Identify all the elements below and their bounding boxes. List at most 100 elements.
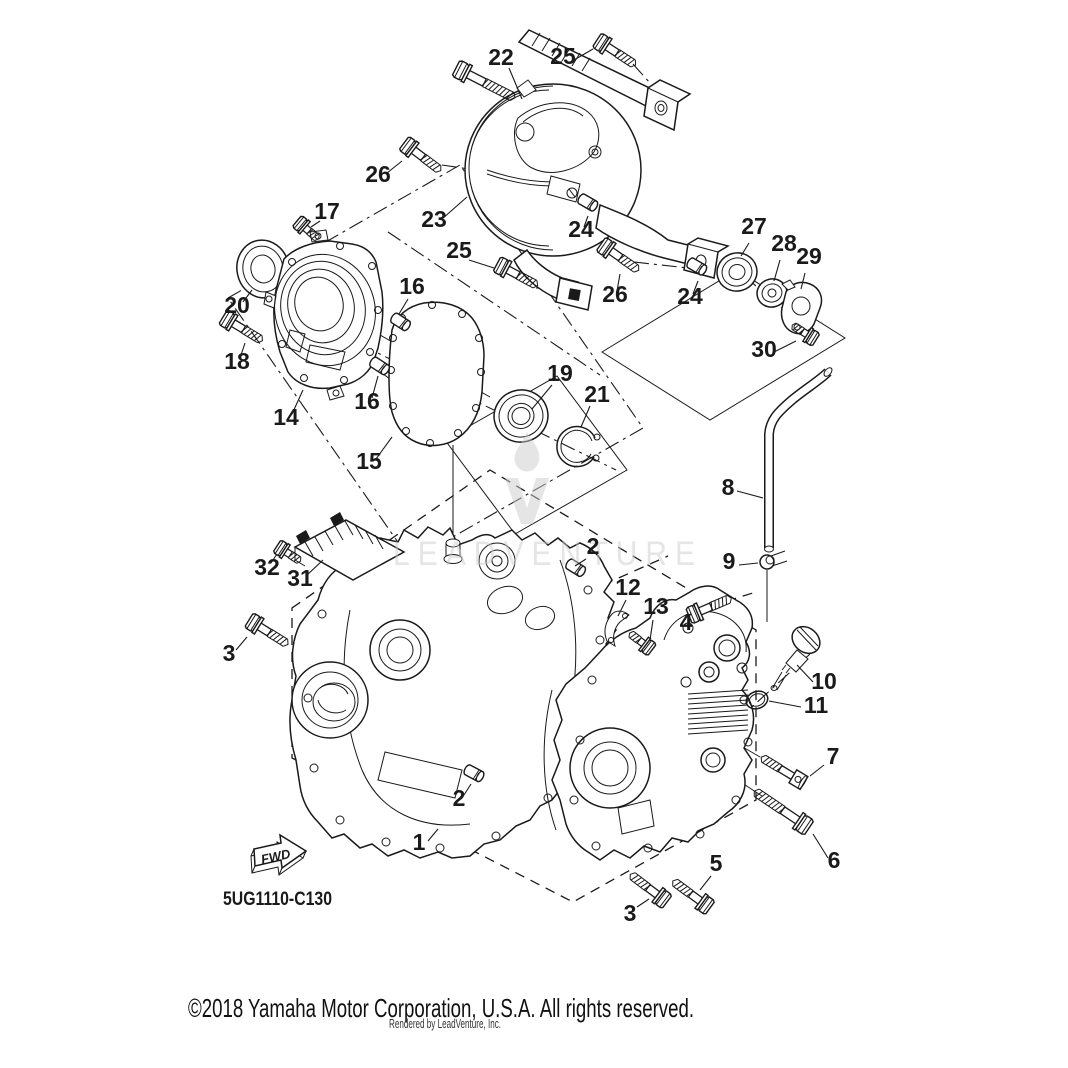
callout-label-1: 1 bbox=[413, 829, 426, 855]
callout-leader-2 bbox=[574, 558, 587, 567]
watermark-flame-icon bbox=[514, 432, 540, 472]
right-half-outline bbox=[551, 585, 755, 861]
oil-passage-boss bbox=[478, 542, 516, 580]
callout-leader-16 bbox=[371, 375, 379, 399]
callout-label-12: 12 bbox=[615, 574, 641, 600]
callout-label-14: 14 bbox=[273, 404, 299, 430]
fwd-label: FWD bbox=[260, 846, 293, 867]
callout-label-7: 7 bbox=[827, 743, 840, 769]
callout-leader-24 bbox=[692, 280, 699, 295]
group-box-crankcase bbox=[291, 469, 757, 903]
callout-label-15: 15 bbox=[356, 448, 382, 474]
callout-label-9: 9 bbox=[723, 548, 736, 574]
watermark-v-icon bbox=[505, 478, 549, 524]
watermark-text: LEADVENTURE bbox=[393, 535, 703, 573]
bearing-retainer-group bbox=[716, 252, 823, 348]
callout-label-26: 26 bbox=[365, 161, 391, 187]
callout-leader-9 bbox=[738, 562, 759, 566]
bolt-26-left bbox=[397, 135, 447, 179]
callout-label-17: 17 bbox=[314, 198, 340, 224]
clamp-strap bbox=[486, 169, 555, 187]
fwd-arrow: FWD bbox=[250, 833, 308, 876]
callout-label-10: 10 bbox=[811, 668, 837, 694]
callout-leader-4 bbox=[687, 612, 692, 620]
callout-leader-3 bbox=[636, 898, 650, 908]
axis-bearing-group bbox=[334, 331, 617, 471]
callout-label-2: 2 bbox=[587, 533, 600, 559]
bearing-19 bbox=[493, 389, 549, 443]
breather-pipe-group bbox=[759, 367, 833, 570]
callout-leader-5 bbox=[699, 875, 712, 891]
callout-leader-7 bbox=[809, 764, 825, 777]
callout-label-4: 4 bbox=[680, 609, 693, 635]
callout-label-24: 24 bbox=[568, 216, 594, 242]
callout-leader-31 bbox=[305, 559, 324, 577]
cooling-fins bbox=[687, 689, 749, 735]
callout-label-24: 24 bbox=[677, 283, 703, 309]
bolt-6 bbox=[748, 782, 816, 837]
pipe-clamp-9 bbox=[759, 550, 788, 570]
output-tube-boss bbox=[291, 661, 369, 739]
right-fasteners-group bbox=[604, 589, 821, 916]
baffle-plate-31 bbox=[293, 512, 406, 581]
callout-label-3: 3 bbox=[223, 640, 236, 666]
callout-leader-21 bbox=[580, 405, 591, 428]
circlip-21 bbox=[556, 425, 601, 468]
callout-label-22: 22 bbox=[488, 44, 514, 70]
callout-leader-17 bbox=[310, 220, 321, 228]
callout-leader-15 bbox=[375, 436, 393, 460]
callout-leader-6 bbox=[812, 833, 829, 859]
callout-label-20: 20 bbox=[224, 292, 250, 318]
callout-label-27: 27 bbox=[741, 213, 767, 239]
callout-label-2: 2 bbox=[453, 785, 466, 811]
callout-label-16: 16 bbox=[354, 388, 380, 414]
callout-leader-3 bbox=[235, 636, 248, 651]
callout-leader-19 bbox=[531, 384, 553, 410]
callout-label-30: 30 bbox=[751, 336, 777, 362]
callout-leader-14 bbox=[291, 389, 304, 415]
callout-label-6: 6 bbox=[828, 847, 841, 873]
callout-label-11: 11 bbox=[804, 692, 829, 718]
callout-leader-13 bbox=[649, 619, 654, 641]
callout-leader-26 bbox=[386, 160, 403, 174]
bearing-27 bbox=[716, 252, 758, 292]
belt-cover-group bbox=[397, 29, 730, 311]
callout-leader-18 bbox=[239, 342, 246, 359]
callout-leader-22 bbox=[508, 67, 523, 100]
oil-pump-housing bbox=[663, 610, 748, 688]
callout-label-19: 19 bbox=[547, 360, 573, 386]
callout-leader-20 bbox=[242, 289, 253, 303]
callout-leader-26 bbox=[616, 273, 621, 292]
dipstick-10 bbox=[770, 625, 821, 691]
callout-label-29: 29 bbox=[796, 243, 822, 269]
callout-leader-28 bbox=[773, 259, 781, 282]
crankcase-right-half bbox=[543, 585, 755, 861]
callout-leader-16 bbox=[398, 298, 409, 315]
callout-leader-23 bbox=[441, 196, 468, 220]
bracket-12 bbox=[604, 610, 630, 648]
callout-label-32: 32 bbox=[254, 554, 280, 580]
callout-leader-32 bbox=[270, 553, 278, 564]
callout-label-16: 16 bbox=[399, 273, 425, 299]
callout-label-21: 21 bbox=[584, 381, 610, 407]
group-box-side-cover bbox=[227, 164, 644, 562]
bolt-3-left bbox=[243, 611, 294, 653]
copyright-text: ©2018 Yamaha Motor Corporation, U.S.A. A… bbox=[188, 993, 694, 1023]
dowel-16b bbox=[367, 355, 392, 377]
bolt-7 bbox=[756, 750, 809, 791]
callout-leader-27 bbox=[740, 242, 750, 257]
callout-label-31: 31 bbox=[287, 565, 313, 591]
watermark: LEADVENTURE bbox=[393, 432, 703, 573]
callout-leader-30 bbox=[773, 340, 797, 353]
callout-label-26: 26 bbox=[602, 281, 628, 307]
callout-leader-8 bbox=[736, 490, 764, 499]
callout-leader-25 bbox=[573, 48, 594, 61]
callout-leader-1 bbox=[427, 828, 439, 842]
gasket-15 bbox=[387, 301, 485, 447]
clutch-bore bbox=[569, 727, 651, 809]
callout-leader-11 bbox=[768, 700, 802, 708]
callout-leader-24 bbox=[583, 215, 589, 228]
callout-label-3: 3 bbox=[624, 900, 637, 926]
